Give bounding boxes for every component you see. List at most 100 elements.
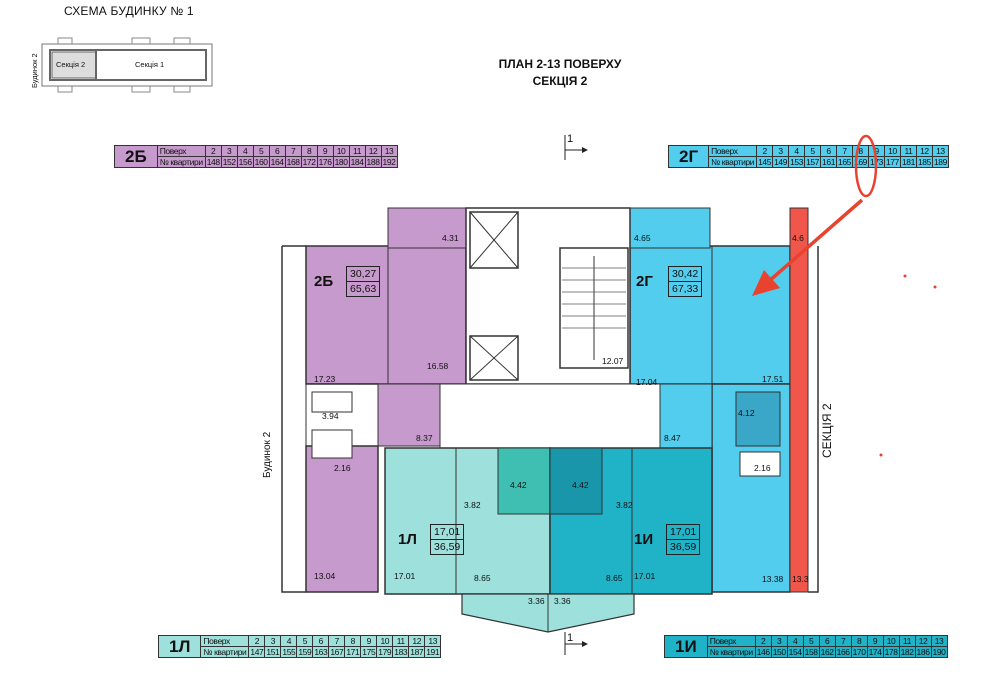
- room-area: 4.42: [572, 480, 589, 490]
- neighbor-section: [789, 207, 809, 593]
- stair-core: [465, 207, 631, 385]
- apt-total-area: 65,63: [345, 281, 381, 297]
- apt-living-area: 17,01: [429, 524, 465, 540]
- scheme-section1: Секція 1: [135, 60, 165, 69]
- apt-code: 2Б: [314, 273, 334, 290]
- table-apt-code: 1И: [664, 635, 708, 658]
- apt-living-area: 17,01: [665, 524, 701, 540]
- room-area: 4.31: [442, 233, 459, 243]
- room-area: 17.01: [394, 571, 416, 581]
- floor-cell: 2: [754, 635, 772, 647]
- room-area: 13.3: [792, 574, 809, 584]
- table-apt-label: № квартири: [708, 156, 758, 168]
- room-area: 4.12: [738, 408, 755, 418]
- apartment-number-cell: 181: [899, 156, 917, 168]
- table-apt-label: № квартири: [200, 646, 250, 658]
- apartment-number-cell: 165: [836, 156, 854, 168]
- apartment-number-cell: 149: [772, 156, 790, 168]
- apartment-number-cell: 166: [834, 646, 852, 658]
- apartment-number-cell: 182: [898, 646, 916, 658]
- room-area: 3.94: [322, 411, 339, 421]
- corridor: [439, 383, 661, 449]
- cut-label-top: 1: [567, 133, 574, 145]
- apt-code: 1И: [634, 531, 654, 548]
- table-apt-code: 2Г: [667, 145, 710, 168]
- apt-total-area: 36,59: [665, 539, 701, 555]
- apartment-number-cell: 159: [296, 646, 314, 658]
- apt-living-area: 30,42: [667, 266, 703, 282]
- plan-title: ПЛАН 2-13 ПОВЕРХУ СЕКЦІЯ 2: [440, 56, 680, 90]
- room-area: 17.51: [762, 374, 784, 384]
- apartment-number-cell: 192: [380, 156, 398, 168]
- apartment-number-cell: 184: [348, 156, 366, 168]
- plan-title-line1: ПЛАН 2-13 ПОВЕРХУ: [498, 57, 622, 71]
- apt-total-area: 67,33: [667, 281, 703, 297]
- room-area: 3.36: [554, 596, 571, 606]
- apartment-number-cell: 163: [312, 646, 330, 658]
- room-area: 17.04: [636, 377, 658, 387]
- highlight-circle: [854, 134, 878, 198]
- apt-code: 1Л: [398, 531, 417, 548]
- room-area: 17.23: [314, 374, 336, 384]
- annotation-arrow: [752, 198, 864, 296]
- floor-cell: 9: [868, 145, 885, 157]
- room-area: 4.42: [510, 480, 527, 490]
- room-area: 4.65: [634, 233, 651, 243]
- building-scheme: [41, 37, 213, 93]
- apartment-2g: [629, 207, 791, 593]
- room-area: 8.47: [664, 433, 681, 443]
- cut-marker-bottom: [564, 632, 588, 655]
- scheme-section2: Секція 2: [56, 60, 86, 69]
- room-area: 3.82: [464, 500, 481, 510]
- room-area: 17.01: [634, 571, 656, 581]
- cut-label-bottom: 1: [567, 632, 574, 644]
- apartment-1l: [384, 447, 551, 595]
- room-area: 8.65: [474, 573, 491, 583]
- apartment-number-cell: 175: [360, 646, 378, 658]
- apartment-1i: [549, 447, 713, 595]
- room-area: 3.36: [528, 596, 545, 606]
- scheme-title: СХЕМА БУДИНКУ № 1: [64, 4, 194, 18]
- room-area: 16.58: [427, 361, 449, 371]
- cut-marker-top: [564, 135, 588, 160]
- room-area: 13.04: [314, 571, 336, 581]
- apartment-number-cell: 156: [236, 156, 254, 168]
- apartment-number-cell: 186: [914, 646, 932, 658]
- apt-living-area: 30,27: [345, 266, 381, 282]
- room-area: 12.07: [602, 356, 624, 366]
- apartment-2b: [305, 207, 467, 593]
- side-label-left: Будинок 2: [262, 431, 273, 478]
- room-area: 4.6: [792, 233, 804, 243]
- side-label-right: СЕКЦІЯ 2: [820, 403, 834, 458]
- room-area: 8.37: [416, 433, 433, 443]
- room-area: 3.82: [616, 500, 633, 510]
- apartment-number-cell: 189: [931, 156, 949, 168]
- apartment-number-cell: 191: [424, 646, 442, 658]
- apt-code: 2Г: [636, 273, 653, 290]
- table-apt-code: 2Б: [114, 145, 158, 168]
- floor-cell: 13: [931, 145, 949, 157]
- room-area: 8.65: [606, 573, 623, 583]
- room-area: 2.16: [334, 463, 351, 473]
- apartment-number-cell: 188: [364, 156, 382, 168]
- table-apt-label: № квартири: [156, 156, 206, 168]
- table-apt-label: № квартири: [706, 646, 756, 658]
- table-apt-code: 1Л: [157, 635, 202, 658]
- room-area: 13.38: [762, 574, 784, 584]
- plan-title-line2: СЕКЦІЯ 2: [532, 74, 588, 88]
- apartment-number-cell: 158: [802, 646, 820, 658]
- room-area: 2.16: [754, 463, 771, 473]
- apartment-number-cell: 167: [328, 646, 346, 658]
- apartment-number-cell: 178: [882, 646, 900, 658]
- apartment-number-cell: 190: [930, 646, 948, 658]
- apt-total-area: 36,59: [429, 539, 465, 555]
